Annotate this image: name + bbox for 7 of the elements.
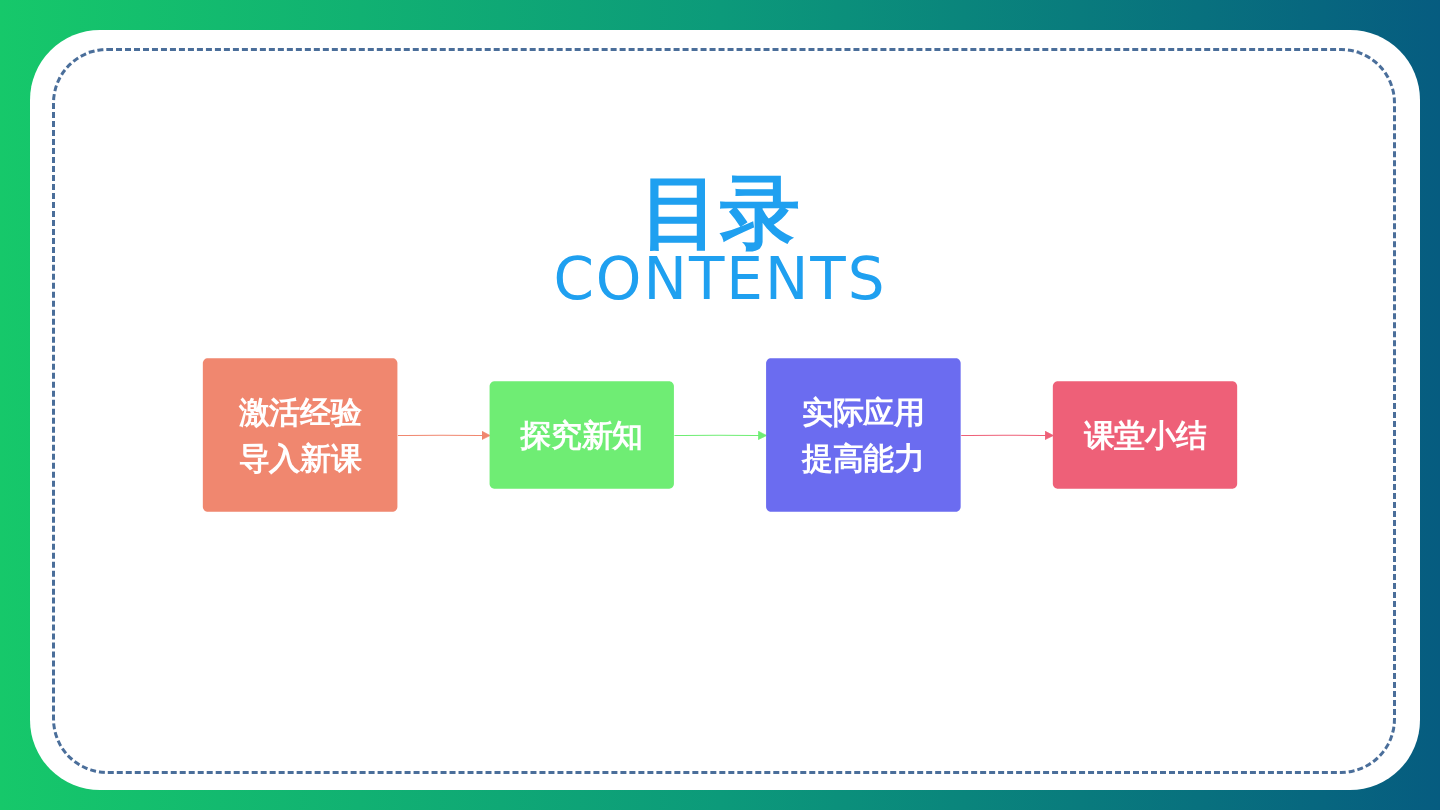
arrow: [397, 430, 491, 440]
arrow: [960, 430, 1054, 440]
node-box: 激活经验导入新课: [202, 358, 398, 512]
node-box: 探究新知: [489, 381, 674, 489]
arrow: [673, 430, 767, 440]
node-box: 实际应用提高能力: [766, 358, 961, 512]
node-box: 课堂小结: [1052, 381, 1238, 489]
